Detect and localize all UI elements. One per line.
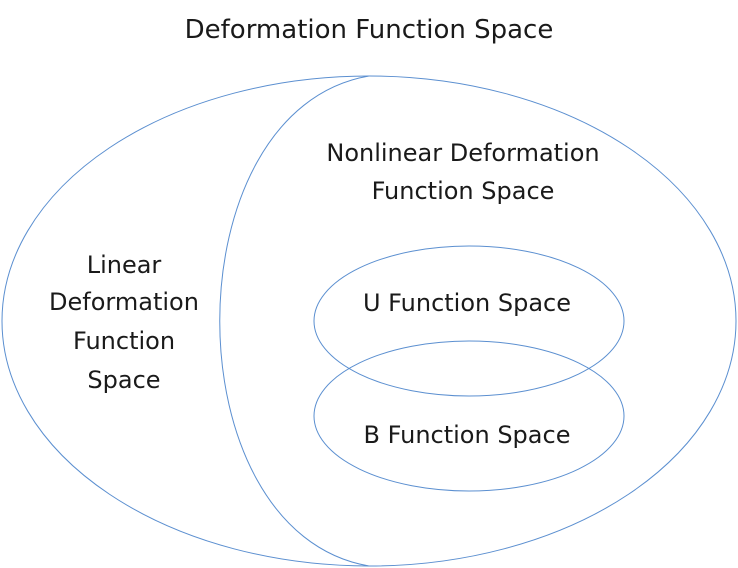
nonlinear-label-line-2: Function Space (372, 177, 555, 205)
b-space-ellipse (313, 340, 625, 492)
linear-space-label: Linear Deformation Function Space (49, 251, 199, 394)
linear-label-line-3: Function (73, 327, 175, 355)
linear-label-line-2: Deformation (49, 288, 199, 316)
linear-label-line-1: Linear (87, 251, 162, 279)
diagram-title: Deformation Function Space (185, 15, 554, 45)
linear-nonlinear-divider (219, 75, 370, 567)
u-space-label: U Function Space (363, 289, 571, 317)
u-space-ellipse (313, 245, 625, 397)
linear-label-line-4: Space (87, 366, 160, 394)
nonlinear-label-line-1: Nonlinear Deformation (326, 139, 599, 167)
b-space-label: B Function Space (364, 421, 571, 449)
nonlinear-space-label: Nonlinear Deformation Function Space (326, 139, 599, 205)
